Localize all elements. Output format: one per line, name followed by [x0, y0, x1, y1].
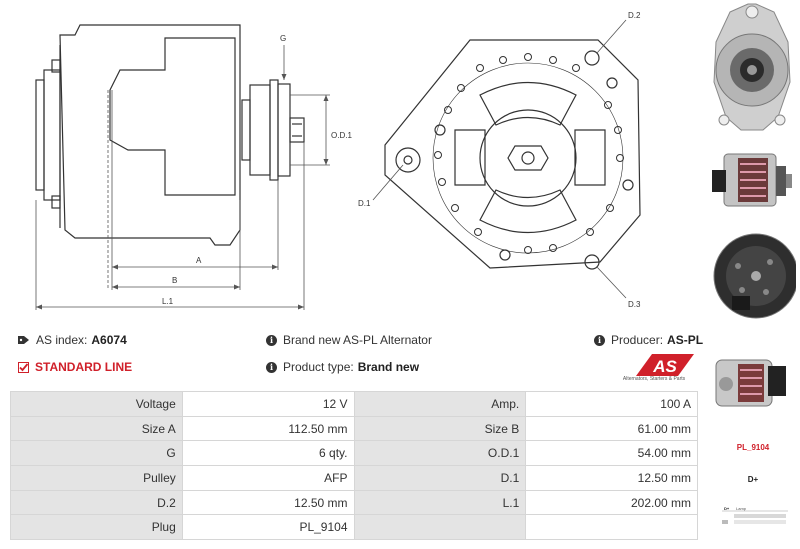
- table-row: G 6 qty. O.D.1 54.00 mm: [10, 440, 698, 467]
- producer-value: AS-PL: [667, 333, 704, 347]
- description: i Brand new AS-PL Alternator: [266, 333, 432, 347]
- spec-label: Amp.: [353, 391, 527, 417]
- spec-value: 112.50 mm: [181, 415, 355, 442]
- as-index-label: AS index:: [36, 333, 88, 347]
- spec-value: 61.00 mm: [525, 415, 698, 442]
- spec-label: Voltage: [10, 391, 183, 417]
- spec-label: [353, 514, 527, 541]
- as-index: AS index: A6074: [18, 333, 127, 347]
- spec-value: 12.50 mm: [181, 489, 355, 516]
- spec-label: Size B: [353, 415, 527, 442]
- spec-value: 202.00 mm: [525, 489, 698, 516]
- spec-label: D.1: [353, 465, 527, 491]
- label-g: G: [280, 34, 286, 43]
- plug-pin-function: Lamp: [736, 506, 747, 511]
- label-l1: L.1: [162, 297, 174, 306]
- info-icon: i: [266, 334, 277, 346]
- spec-value: [525, 514, 698, 541]
- tag-icon: [18, 336, 29, 344]
- spec-value: 12 V: [181, 391, 355, 417]
- product-type-value: Brand new: [357, 360, 420, 374]
- label-d1: D.1: [358, 199, 371, 208]
- table-row: Pulley AFP D.1 12.50 mm: [10, 465, 698, 491]
- table-row: D.2 12.50 mm L.1 202.00 mm: [10, 489, 698, 516]
- specs-table: Voltage 12 V Amp. 100 A Size A 112.50 mm…: [10, 391, 698, 541]
- info-icon: i: [594, 334, 605, 346]
- logo-subtitle: Alternators, Starters & Parts: [622, 376, 686, 382]
- spec-label: G: [10, 440, 183, 467]
- table-row: Voltage 12 V Amp. 100 A: [10, 391, 698, 417]
- spec-value: PL_9104: [181, 514, 355, 541]
- spec-label: Pulley: [10, 465, 183, 491]
- info-icon: i: [266, 361, 277, 373]
- photo-rear-view[interactable]: [708, 226, 796, 326]
- spec-label: O.D.1: [353, 440, 527, 467]
- spec-label: Size A: [10, 415, 183, 442]
- spec-value: 100 A: [525, 391, 698, 417]
- label-b: B: [172, 276, 177, 285]
- plug-code: PL_9104: [736, 443, 770, 452]
- photo-front-view[interactable]: [708, 2, 796, 132]
- label-a: A: [196, 256, 202, 265]
- standard-line: STANDARD LINE: [18, 360, 132, 374]
- product-type-label: Product type:: [283, 360, 354, 374]
- producer: i Producer: AS-PL: [594, 333, 703, 347]
- table-row: Size A 112.50 mm Size B 61.00 mm: [10, 415, 698, 442]
- spec-label: L.1: [353, 489, 527, 516]
- spec-value: AFP: [181, 465, 355, 491]
- spec-value: 54.00 mm: [525, 440, 698, 467]
- description-text: Brand new AS-PL Alternator: [283, 333, 432, 347]
- as-pl-logo: AS: [636, 354, 694, 376]
- product-type: i Product type: Brand new: [266, 360, 419, 374]
- logo-mark: AS: [652, 357, 677, 376]
- standard-line-label: STANDARD LINE: [35, 360, 133, 374]
- spec-value: 6 qty.: [181, 440, 355, 467]
- spec-label: Plug: [10, 514, 183, 541]
- label-od1: O.D.1: [331, 131, 352, 140]
- as-index-value: A6074: [91, 333, 127, 347]
- photo-side-view[interactable]: [708, 140, 796, 220]
- terminal-label: D+: [747, 475, 759, 484]
- plug-pinout-diagram: D+ Lamp: [722, 506, 788, 524]
- technical-drawing: G O.D.1 A B L.1 D.1 D.2 D.3: [35, 11, 641, 310]
- label-d3: D.3: [628, 300, 641, 309]
- photo-angled-view[interactable]: [708, 346, 796, 418]
- producer-label: Producer:: [611, 333, 664, 347]
- label-d2: D.2: [628, 11, 641, 20]
- table-row: Plug PL_9104: [10, 514, 698, 541]
- spec-label: D.2: [10, 489, 183, 516]
- plug-pin-terminal: D+: [724, 506, 730, 511]
- spec-value: 12.50 mm: [525, 465, 698, 491]
- checkbox-icon: [18, 361, 29, 373]
